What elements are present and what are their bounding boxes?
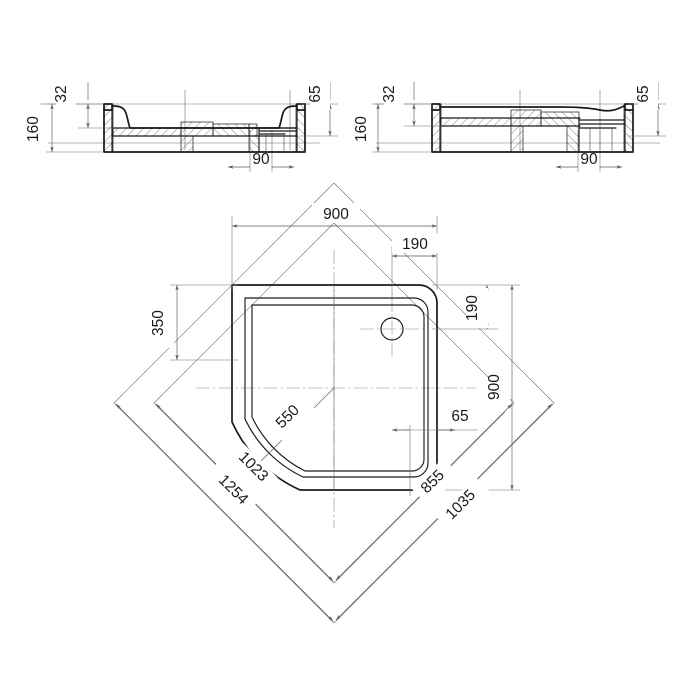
plan-drain-hole — [380, 317, 404, 341]
dim-label-350-left: 350 — [150, 310, 167, 336]
dim-label-32-left: 32 — [53, 85, 70, 102]
dim-section-right-32: 32 — [381, 78, 442, 127]
section-right-view: 160 32 65 90 — [353, 78, 666, 172]
dim-plan-190-right: 190 — [464, 284, 489, 330]
dim-section-right-160: 160 — [353, 103, 432, 153]
dim-section-right-65: 65 — [628, 78, 666, 137]
dim-plan-900-top: 900 — [231, 203, 438, 228]
dim-plan-350-left: 350 — [150, 284, 179, 361]
dim-section-left-90: 90 — [227, 151, 295, 169]
dim-plan-900-right: 900 — [486, 284, 514, 491]
dim-label-900-top: 900 — [323, 206, 349, 223]
dim-label-90-left: 90 — [252, 151, 270, 168]
dim-label-90-right: 90 — [580, 151, 598, 168]
dim-section-left-65: 65 — [300, 78, 338, 137]
dim-plan-190-top: 190 — [391, 233, 438, 258]
section-right-hatching — [431, 103, 634, 153]
dim-label-190-right: 190 — [464, 295, 481, 321]
dim-label-190-top: 190 — [402, 236, 428, 253]
dim-label-900-right: 900 — [486, 374, 503, 400]
dim-section-right-90: 90 — [555, 151, 623, 169]
dim-label-160-left: 160 — [25, 116, 42, 142]
plan-view: 900 190 350 190 900 — [113, 182, 555, 624]
dim-section-left-160: 160 — [25, 103, 104, 153]
section-left-view: 160 32 65 90 — [25, 78, 338, 172]
plan-extension-lines — [170, 216, 520, 491]
dim-label-65-left: 65 — [307, 85, 324, 102]
dim-label-160-right: 160 — [353, 116, 370, 142]
dim-label-65-right: 65 — [635, 85, 652, 102]
dim-section-left-32: 32 — [53, 78, 114, 129]
dim-label-65: 65 — [451, 408, 468, 425]
dim-label-32-right: 32 — [381, 85, 398, 102]
section-left-hatching — [103, 103, 306, 153]
